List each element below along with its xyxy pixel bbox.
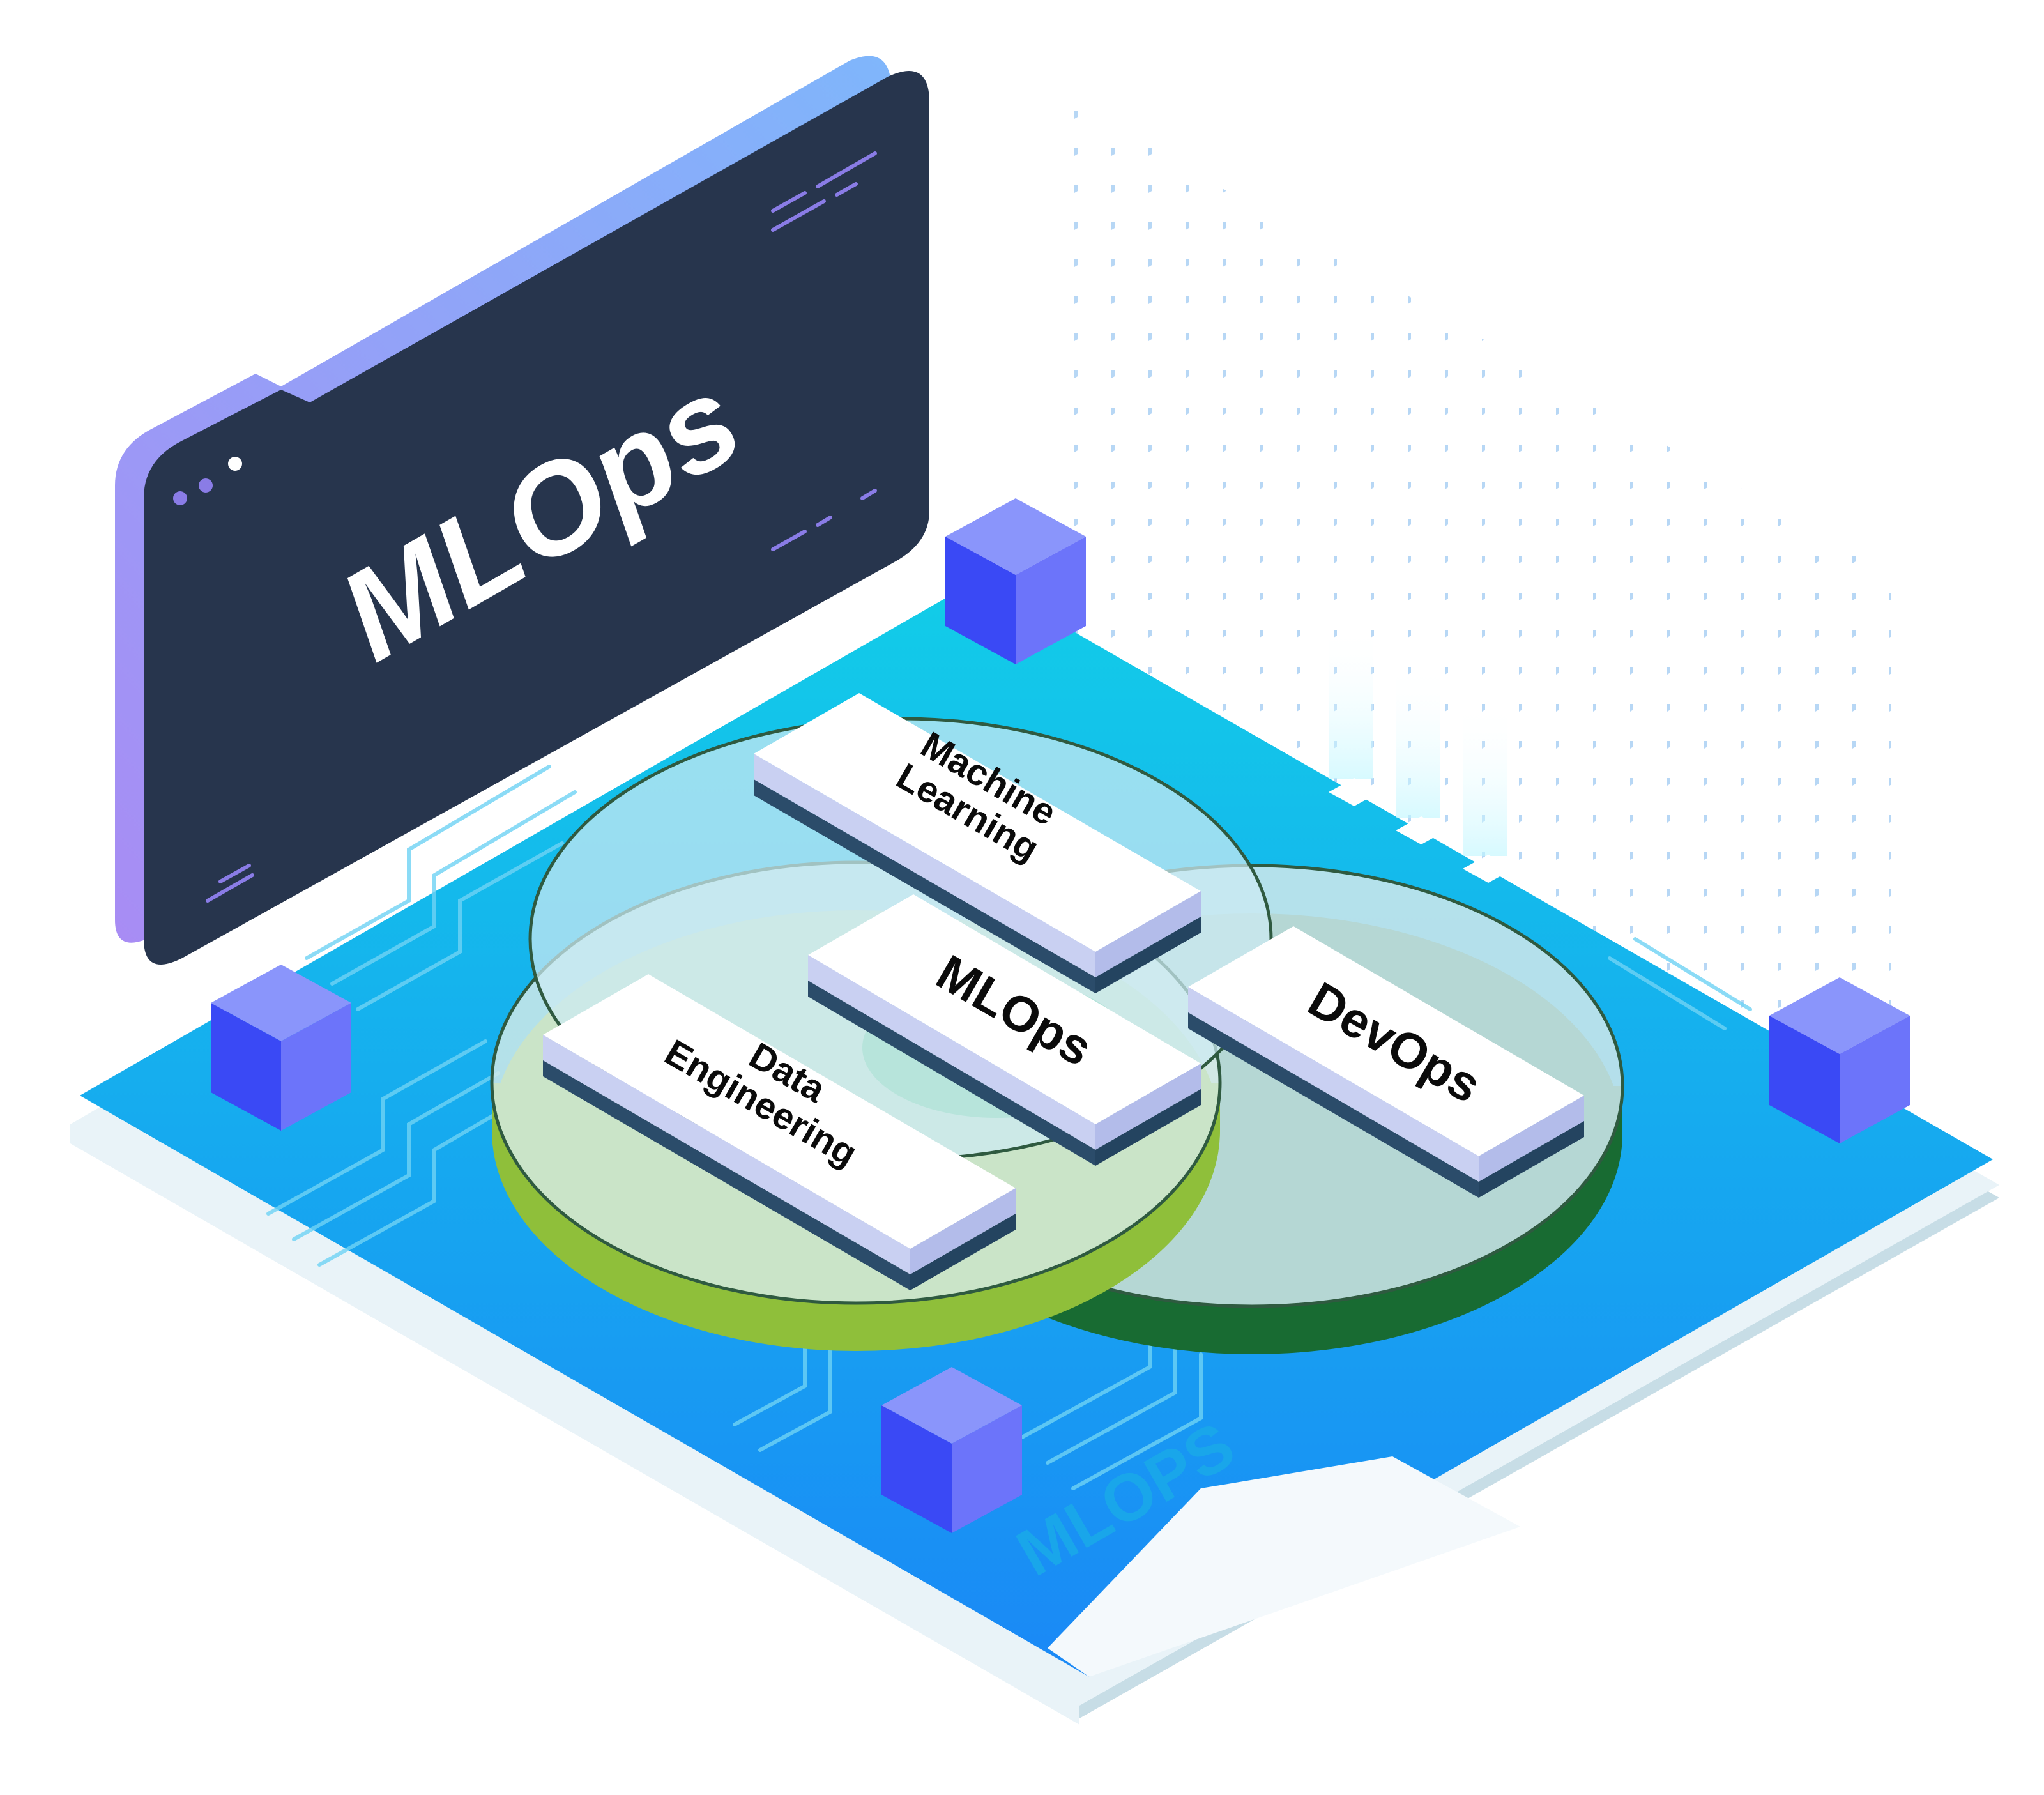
window-dot-2: [199, 478, 213, 493]
block-devops: DevOps: [1188, 926, 1584, 1198]
cube-top: [945, 498, 1086, 664]
light-beams: [1329, 626, 1514, 883]
code-dashes: [206, 151, 877, 903]
cube-bottom: [881, 1367, 1022, 1533]
cube-left: [211, 965, 351, 1131]
block-data-engineering: Data Engineering: [543, 974, 1016, 1290]
panel-face: [144, 71, 929, 965]
board-notch: [1048, 1456, 1520, 1677]
window-dot-1: [173, 491, 187, 505]
block-mlops-center: MLOps: [808, 894, 1201, 1166]
cube-right: [1769, 977, 1910, 1143]
mlops-panel: MLOps: [115, 56, 929, 965]
block-machine-learning: Machine Learning: [754, 693, 1201, 993]
window-dot-3: [228, 457, 242, 471]
dot-field: [1073, 102, 1891, 1124]
